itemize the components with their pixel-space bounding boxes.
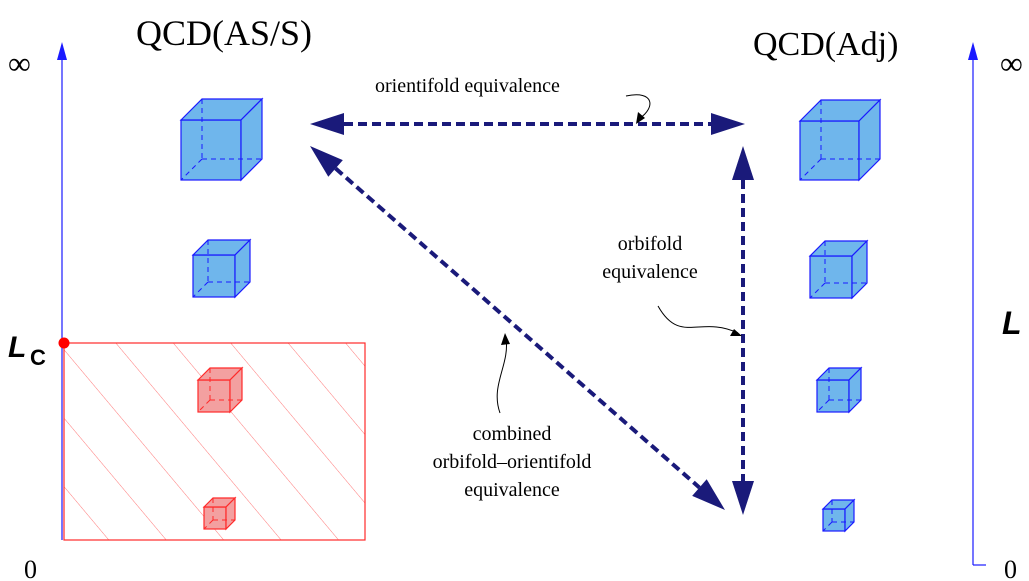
- cube-left-large: [179, 97, 264, 182]
- left-axis: [57, 42, 67, 540]
- critical-length-subscript: C: [30, 345, 46, 370]
- orientifold-arrow: [310, 113, 745, 135]
- combined-label-line2: orbifold–orientifold: [433, 451, 592, 473]
- cube-right-small: [815, 366, 863, 414]
- left-theory-title: QCD(AS/S): [136, 13, 312, 53]
- cube-right-large: [798, 98, 882, 182]
- combined-arrow: [310, 146, 725, 510]
- critical-length-label: L C: [8, 331, 46, 370]
- right-axis-zero: 0: [1004, 555, 1017, 581]
- orbifold-label-line2: equivalence: [602, 261, 698, 283]
- orbifold-arrow: [732, 146, 754, 515]
- critical-point: [58, 337, 70, 349]
- orientifold-pointer: [625, 94, 651, 119]
- cube-right-medium: [808, 239, 869, 300]
- critical-length-symbol: L: [8, 331, 26, 364]
- right-axis: [968, 42, 986, 566]
- combined-label-line1: combined: [473, 423, 552, 445]
- cube-right-tiny: [821, 498, 856, 533]
- orientifold-pointer-head: [636, 112, 645, 124]
- left-axis-infinity: ∞: [8, 45, 31, 81]
- orientifold-label: orientifold equivalence: [375, 75, 560, 97]
- combined-label-line3: equivalence: [464, 479, 560, 501]
- combined-pointer-head: [501, 333, 510, 345]
- orbifold-label-line1: orbifold: [618, 233, 682, 255]
- combined-pointer: [496, 337, 508, 414]
- right-theory-title: QCD(Adj): [753, 26, 898, 63]
- arrows-group: [310, 113, 754, 515]
- cubes-group: [179, 97, 882, 533]
- orbifold-pointer-head: [730, 329, 742, 336]
- cube-left-red-medium: [196, 366, 244, 414]
- cube-left-red-small: [202, 496, 237, 531]
- left-axis-zero: 0: [24, 555, 37, 581]
- right-axis-infinity: ∞: [1000, 45, 1023, 81]
- cube-left-medium: [191, 238, 252, 299]
- orbifold-pointer: [657, 305, 739, 334]
- right-axis-label: L: [1002, 305, 1022, 341]
